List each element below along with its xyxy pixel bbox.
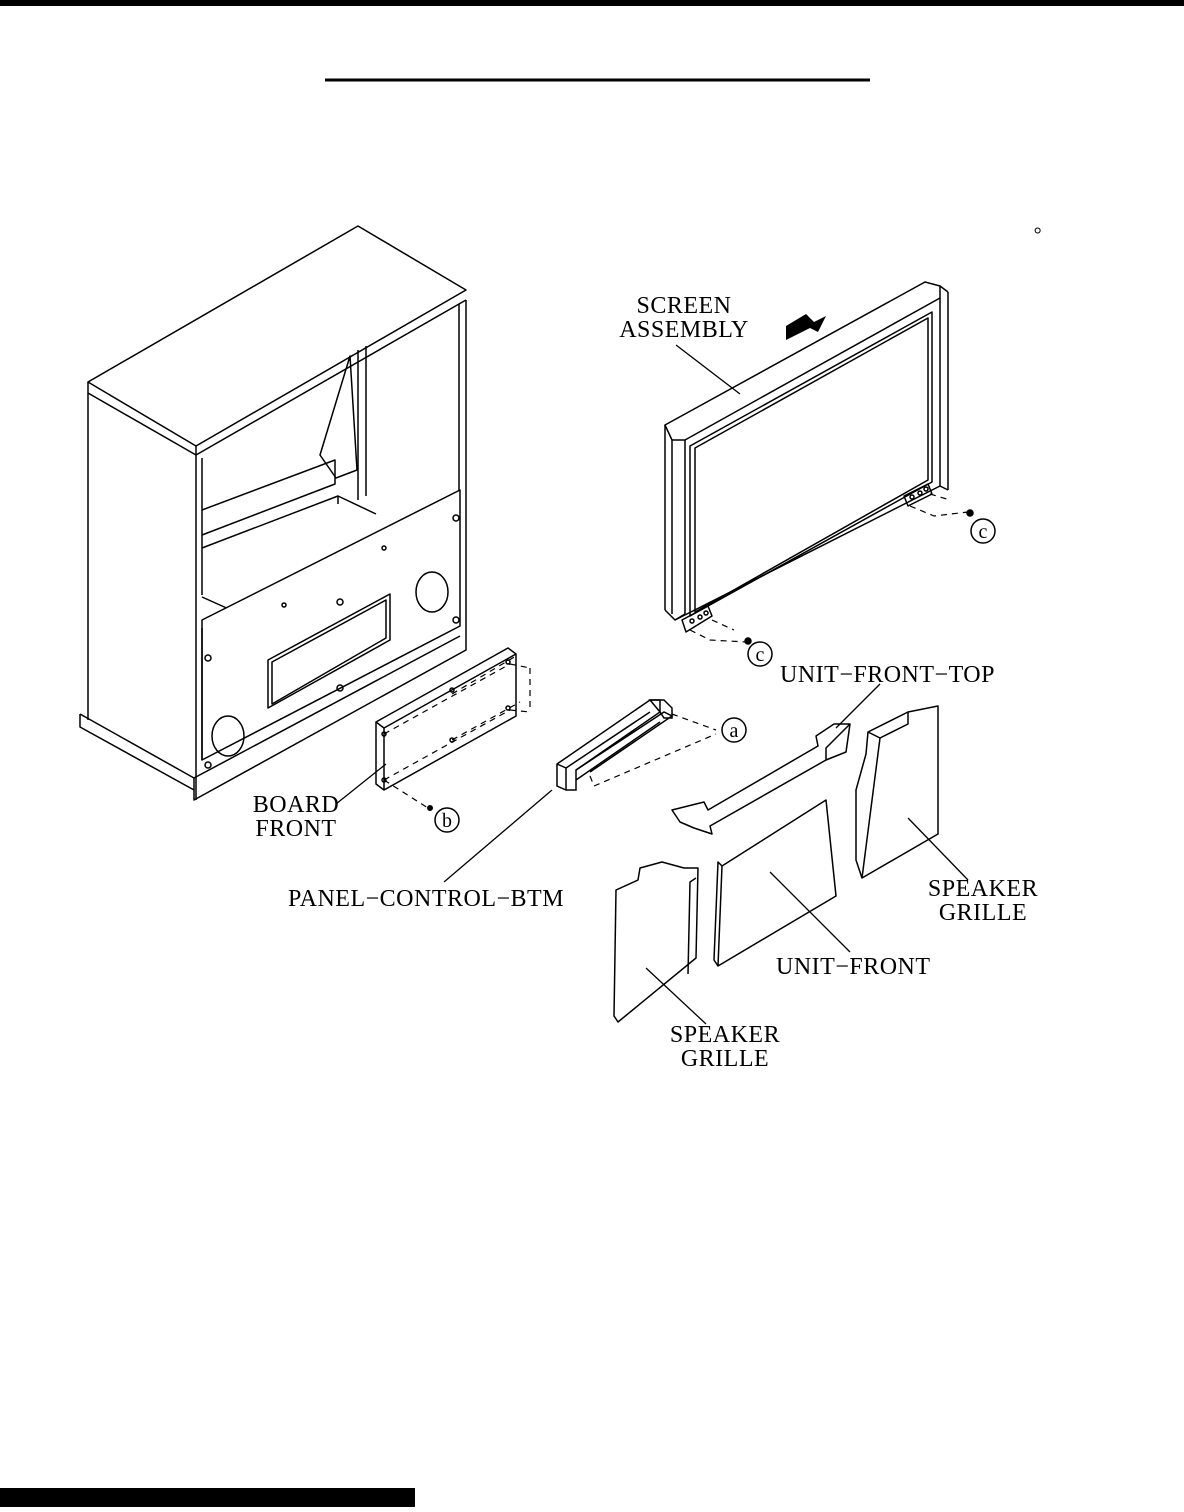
screw-tag-b-label: b [442,810,452,832]
screw-tag-c-upper: c [970,518,996,544]
screw-tag-a: a [721,717,747,743]
bottom-footer-bar [0,1488,415,1507]
unit-front-part [713,799,837,967]
label-screen-assembly-line2: ASSEMBLY [619,317,749,343]
label-screen-assembly-line1: SCREEN [636,293,731,319]
screw-b-dot [427,805,433,811]
screw-tag-c-lower-label: c [756,644,765,666]
label-unit-front: UNIT−FRONT [776,954,931,980]
direction-arrow-icon [786,314,826,340]
screw-tag-a-label: a [730,720,739,742]
screen-assembly-part [664,281,974,645]
label-speaker-grille-right-line2: GRILLE [939,900,1027,926]
board-front-part [375,647,531,809]
label-speaker-grille-left-line2: GRILLE [681,1046,769,1072]
panel-control-btm-part [556,699,717,791]
leader-lines [335,344,969,1025]
screw-tag-b: b [434,807,460,833]
label-speaker-grille-right-line1: SPEAKER [928,876,1038,902]
screw-tag-c-upper-label: c [979,521,988,543]
speaker-grille-left-part [613,861,699,1023]
label-board-front-line2: FRONT [255,816,336,842]
label-panel-control-btm: PANEL−CONTROL−BTM [288,886,564,912]
screw-tag-c-lower: c [747,641,773,667]
cabinet [79,225,467,801]
label-board-front-line1: BOARD [253,792,340,818]
stray-mark: ° [1033,224,1041,246]
label-speaker-grille-left-line1: SPEAKER [670,1022,780,1048]
label-unit-front-top: UNIT−FRONT−TOP [780,662,995,688]
speaker-grille-right-part [855,705,939,879]
top-border-rule [0,0,1184,6]
unit-front-top-part [671,723,851,835]
